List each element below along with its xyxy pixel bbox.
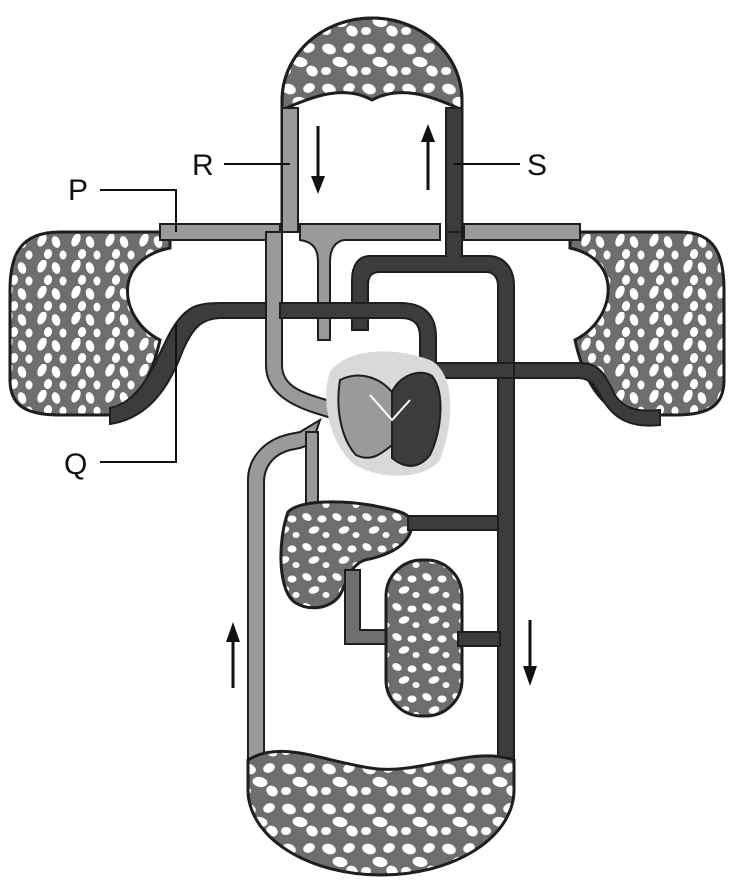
labels: P Q R S xyxy=(64,149,547,481)
vena-cava-loop xyxy=(351,231,515,791)
leader-line-q xyxy=(100,324,177,463)
flow-arrow-down-lower-icon xyxy=(523,620,537,686)
heart-valve-line xyxy=(369,394,411,422)
label-r: R xyxy=(192,149,214,182)
heart xyxy=(326,351,451,476)
head-artery-left xyxy=(281,107,299,233)
head-circulation xyxy=(280,16,464,233)
label-q: Q xyxy=(64,448,87,481)
left-upper-vessel xyxy=(159,223,281,241)
right-capillary-bed xyxy=(568,230,726,417)
label-p: P xyxy=(68,174,88,207)
right-lower-vessel xyxy=(513,362,661,427)
head-loop-inner-outline xyxy=(297,112,447,232)
leader-line-p xyxy=(100,189,177,232)
right-circulation xyxy=(463,223,726,427)
head-capillary-bed xyxy=(280,16,464,113)
heart-right-chamber xyxy=(391,371,442,467)
flow-arrow-up-lower-icon xyxy=(226,622,240,688)
liver-to-vein xyxy=(407,515,499,531)
flow-arrow-down-icon xyxy=(311,126,325,194)
liver-capillary-bed xyxy=(279,500,414,610)
lower-body-circulation xyxy=(246,749,516,877)
digestive-circulation xyxy=(279,500,501,718)
intestine-to-vein xyxy=(457,631,501,647)
right-upper-vessel xyxy=(463,223,581,241)
label-s: S xyxy=(527,149,547,182)
flow-arrows xyxy=(226,124,537,688)
intestine-capillary-bed xyxy=(384,558,464,718)
gut-artery-stem xyxy=(305,431,319,513)
aortic-arch-branch xyxy=(299,223,441,341)
flow-arrow-up-icon xyxy=(421,124,435,190)
left-circulation xyxy=(8,223,281,426)
head-loop-outline xyxy=(280,16,464,232)
head-vein-right xyxy=(445,107,463,233)
heart-left-chamber xyxy=(337,374,393,459)
lower-capillary-bed xyxy=(246,749,516,877)
